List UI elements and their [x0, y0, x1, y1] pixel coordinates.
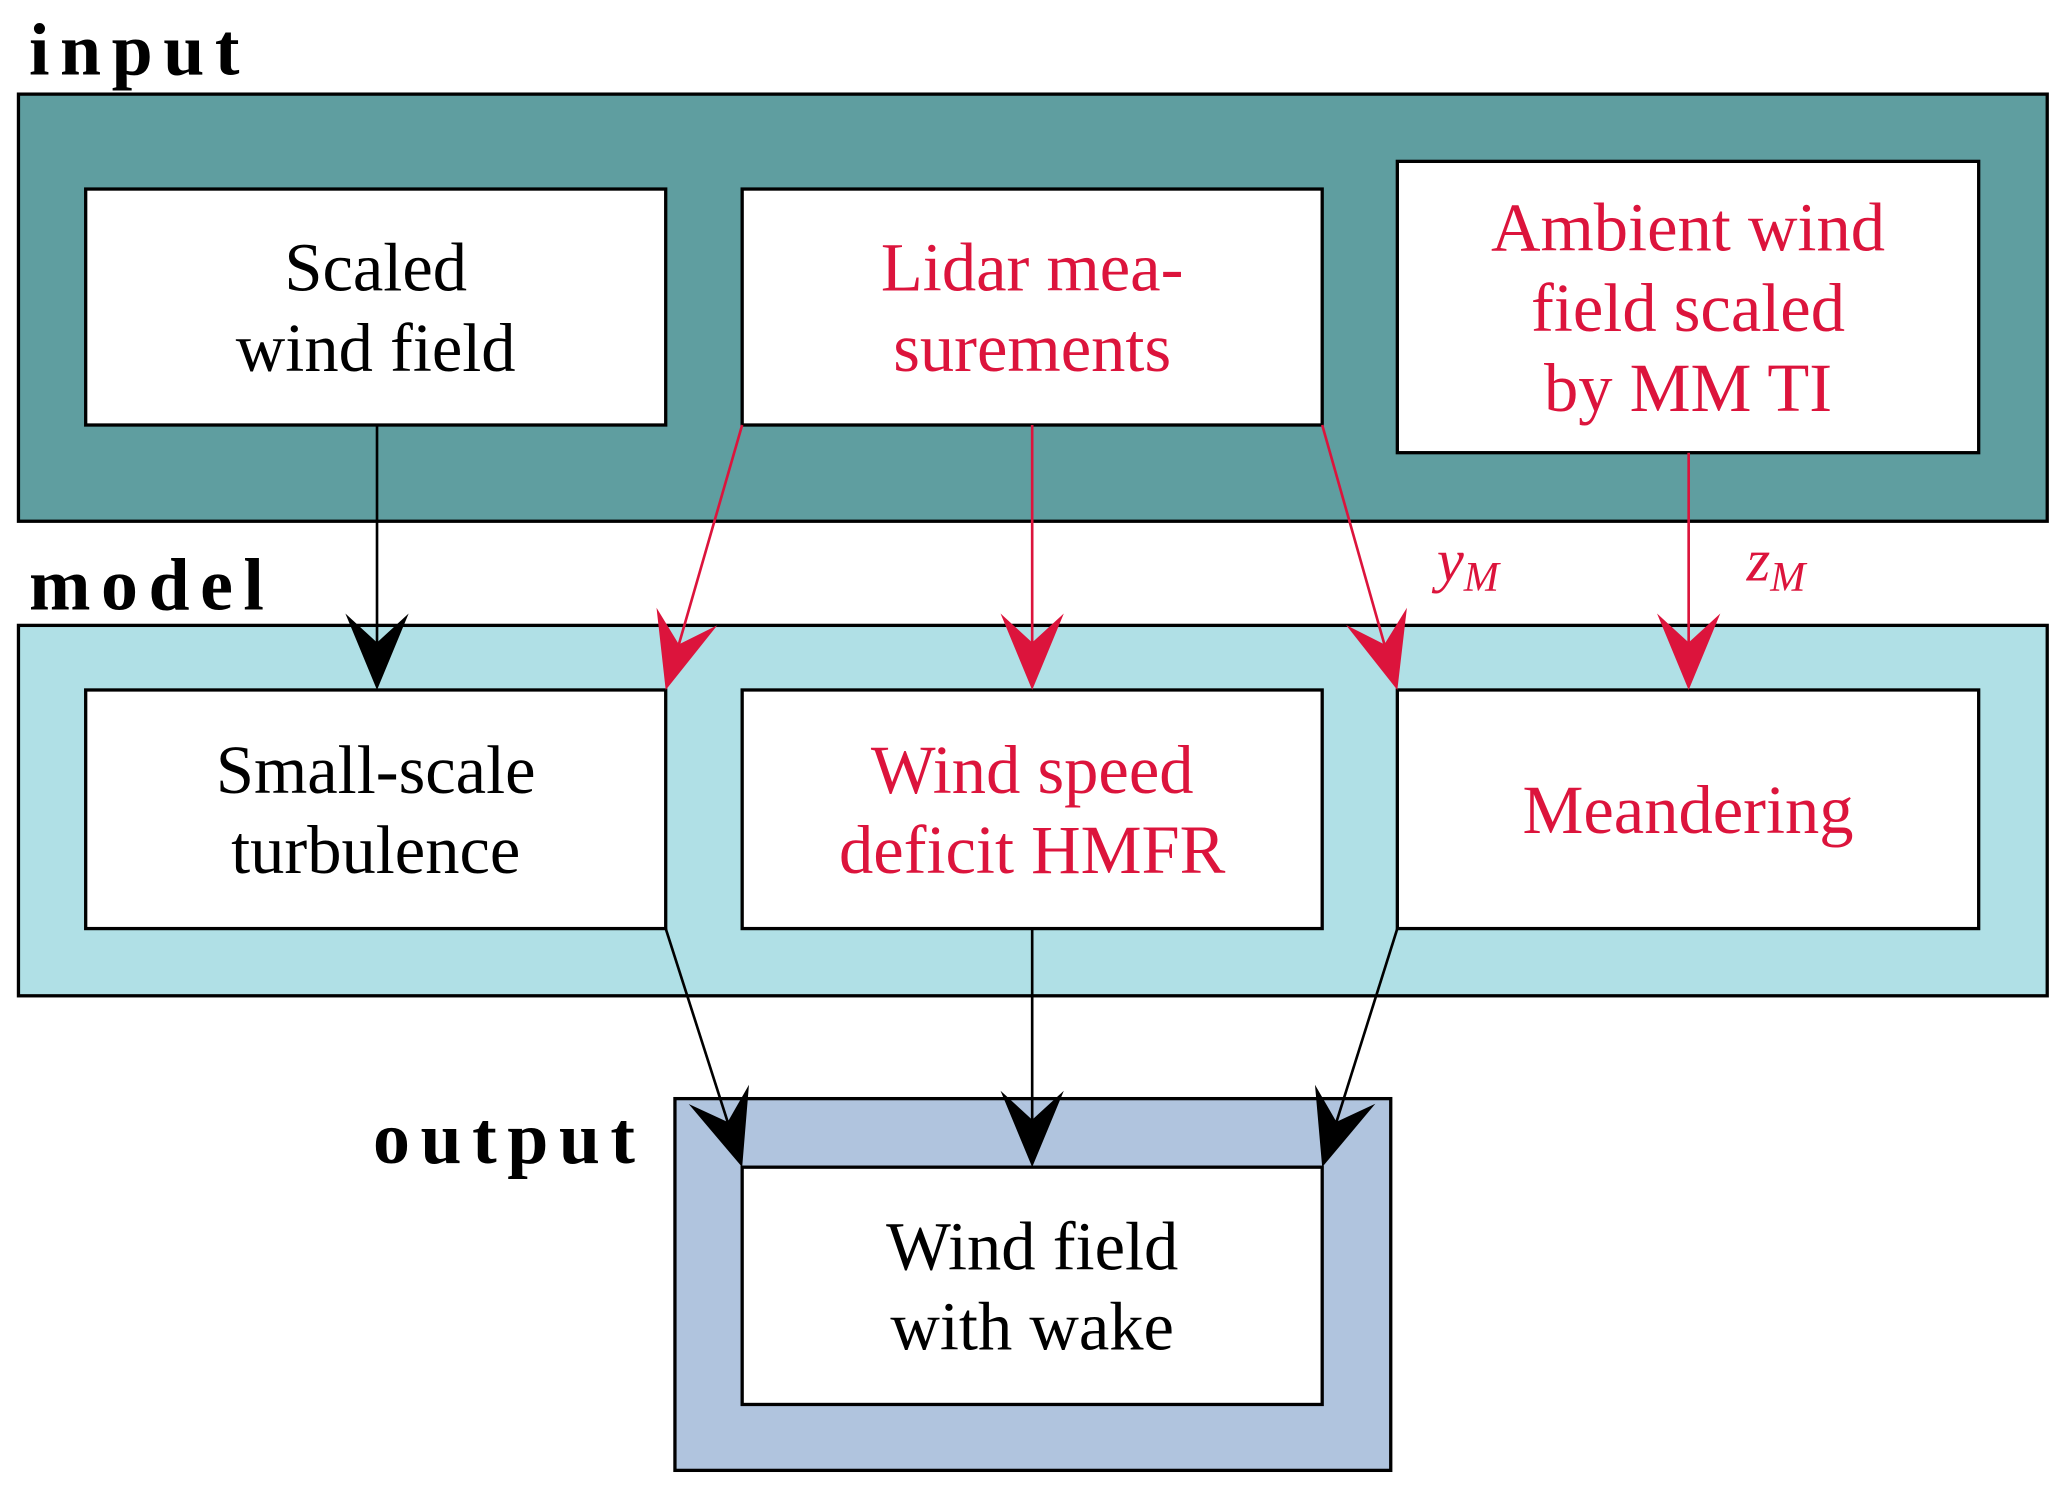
- arrowhead-icon: [1346, 607, 1407, 690]
- node-text-line: Scaled: [284, 230, 467, 306]
- node-text-line: Wind field: [886, 1208, 1178, 1284]
- node-text-line: deficit HMFR: [839, 812, 1226, 888]
- node-text-line: with wake: [890, 1289, 1174, 1365]
- edge-line-turbulence-to-result: [664, 928, 739, 1152]
- node-meandering: Meandering: [1395, 688, 1981, 931]
- edge-line-lidar-to-meandering: [1320, 424, 1394, 674]
- node-text-line: surements: [893, 310, 1171, 386]
- arrowhead-icon: [345, 613, 409, 690]
- arrowhead-icon: [688, 1084, 749, 1168]
- edge-label-y-m: yM: [1431, 528, 1502, 602]
- node-text-line: Lidar mea-: [881, 230, 1184, 306]
- output-section-label: output: [373, 1097, 646, 1179]
- arrowhead-icon: [1000, 1090, 1064, 1168]
- node-text-line: wind field: [236, 310, 516, 386]
- edge-label-z-m: zM: [1746, 528, 1809, 602]
- edge-line-lidar-to-turbulence: [669, 424, 744, 674]
- node-text-line: turbulence: [231, 812, 520, 888]
- arrowhead-icon: [656, 607, 718, 690]
- node-text-line: Wind speed: [871, 732, 1194, 808]
- arrowhead-icon: [1657, 613, 1721, 690]
- model-section-label: model: [29, 544, 274, 626]
- node-text-line: Small-scale: [216, 732, 536, 808]
- node-text-line: Meandering: [1522, 772, 1853, 848]
- node-lidar-measurements: Lidar mea-surements: [740, 187, 1324, 427]
- arrowhead-icon: [1000, 613, 1064, 690]
- input-section-label: input: [29, 8, 250, 90]
- node-text-line: field scaled: [1531, 270, 1845, 346]
- arrowhead-icon: [1314, 1084, 1376, 1168]
- edge-line-meandering-to-result: [1326, 928, 1399, 1151]
- node-text-line: Ambient wind: [1491, 189, 1885, 265]
- node-text-line: by MM TI: [1544, 350, 1832, 426]
- edges-layer: [345, 424, 1721, 1168]
